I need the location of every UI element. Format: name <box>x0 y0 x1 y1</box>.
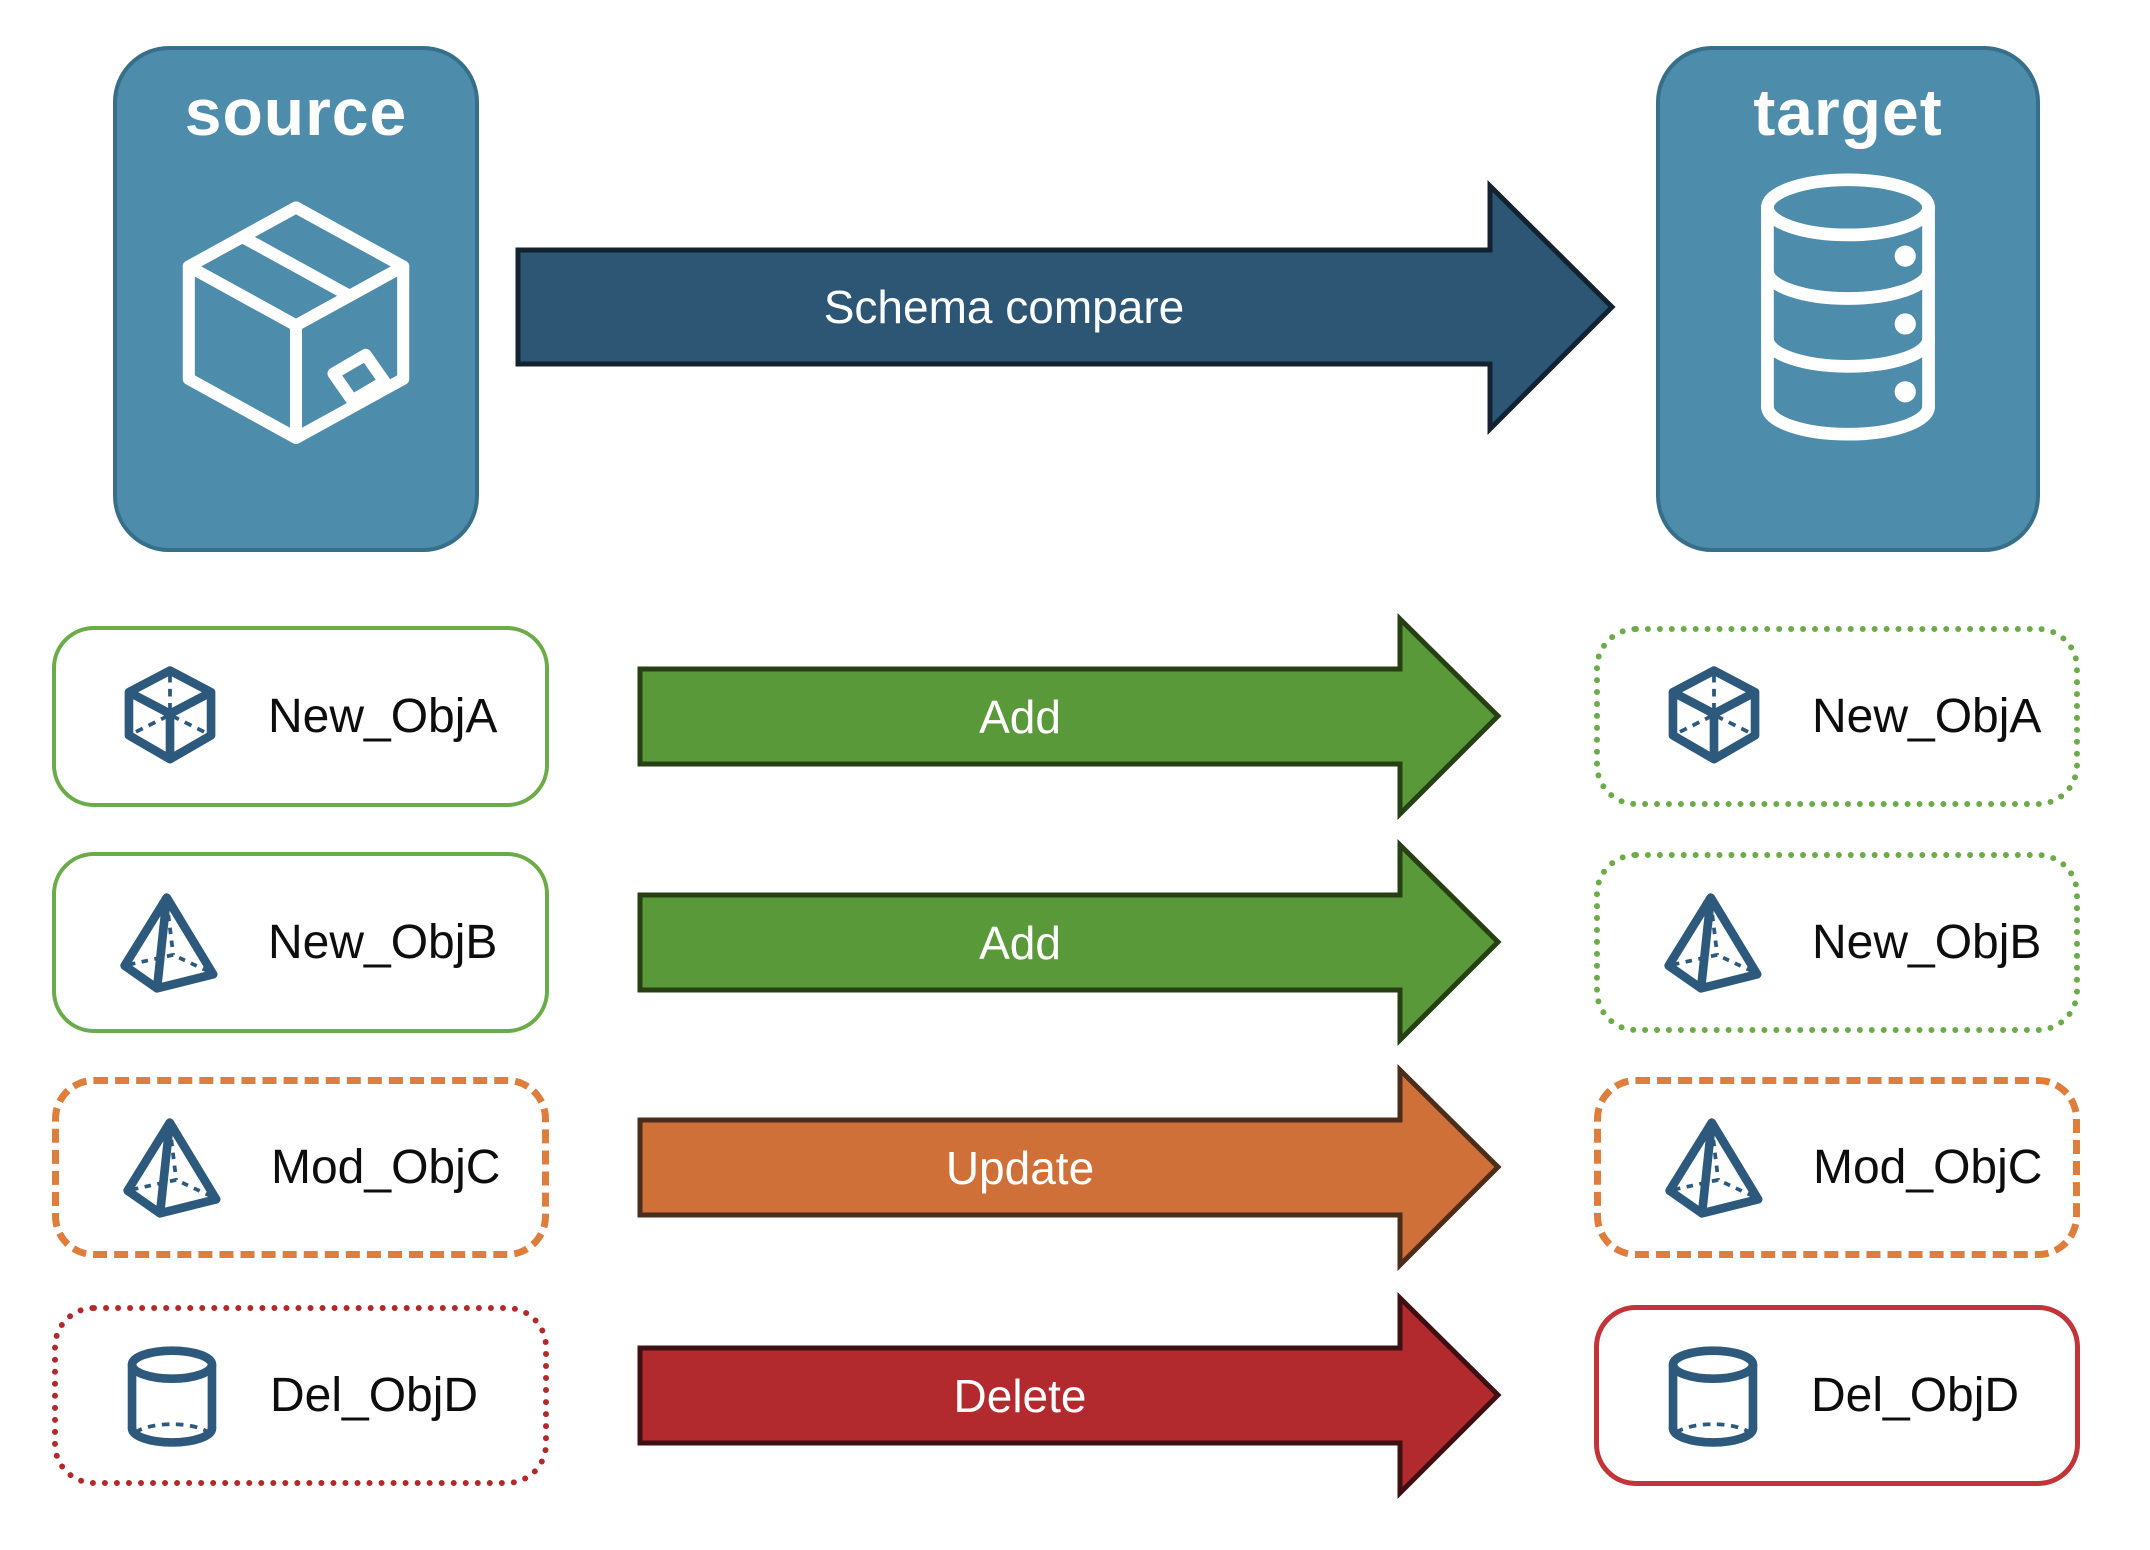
add-arrow-label: Add <box>979 916 1061 969</box>
source-object-new-obja: New_ObjA <box>52 626 549 807</box>
source-object-label: Mod_ObjC <box>271 1141 501 1194</box>
target-object-label: Mod_ObjC <box>1813 1141 2043 1194</box>
target-object-new-objb: New_ObjB <box>1594 852 2080 1033</box>
update-arrow-row3: Update <box>637 1064 1502 1272</box>
pyramid-icon <box>116 889 224 997</box>
cylinder-icon <box>1659 1342 1767 1450</box>
target-object-del-objd: Del_ObjD <box>1594 1305 2080 1486</box>
cube-icon <box>116 663 224 771</box>
add-arrow-shape <box>637 613 1502 821</box>
target-object-label: New_ObjA <box>1812 690 2042 743</box>
target-object-label: New_ObjB <box>1812 916 2042 969</box>
add-arrow-label: Add <box>979 690 1061 743</box>
source-object-mod-objc: Mod_ObjC <box>52 1077 549 1258</box>
pyramid-icon <box>1661 1114 1769 1222</box>
source-object-del-objd: Del_ObjD <box>52 1305 549 1486</box>
target-object-mod-objc: Mod_ObjC <box>1594 1077 2080 1258</box>
schema-compare-arrow-shape <box>515 179 1616 436</box>
database-icon <box>1742 164 1954 450</box>
add-arrow-row2: Add <box>637 839 1502 1047</box>
target-object-new-obja: New_ObjA <box>1594 626 2080 807</box>
source-object-label: New_ObjB <box>268 916 498 969</box>
add-arrow-shape <box>637 839 1502 1047</box>
schema-compare-arrow: Schema compare <box>515 179 1616 436</box>
cylinder-icon <box>118 1342 226 1450</box>
target-title: target <box>1753 75 1943 149</box>
delete-arrow-label: Delete <box>953 1369 1087 1422</box>
schema-compare-label: Schema compare <box>823 281 1185 333</box>
delete-arrow-row4: Delete <box>637 1292 1502 1500</box>
source-object-label: New_ObjA <box>268 690 498 743</box>
delete-arrow-shape <box>637 1292 1502 1500</box>
cube-icon <box>1660 663 1768 771</box>
source-object-label: Del_ObjD <box>270 1369 479 1422</box>
source-object-new-objb: New_ObjB <box>52 852 549 1033</box>
target-object-label: Del_ObjD <box>1811 1369 2020 1422</box>
target-node: target <box>1656 46 2040 552</box>
add-arrow-row1: Add <box>637 613 1502 821</box>
source-title: source <box>184 75 408 149</box>
pyramid-icon <box>119 1114 227 1222</box>
source-node: source <box>113 46 479 552</box>
pyramid-icon <box>1660 889 1768 997</box>
update-arrow-label: Update <box>945 1141 1095 1194</box>
package-icon <box>162 186 430 454</box>
update-arrow-shape <box>637 1064 1502 1272</box>
